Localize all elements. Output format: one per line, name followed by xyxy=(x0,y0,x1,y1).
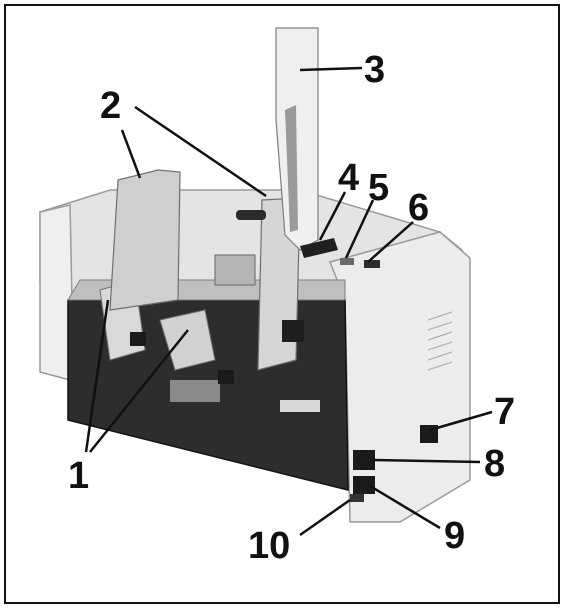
leader-7 xyxy=(429,410,493,432)
callout-1: 1 xyxy=(68,455,89,497)
leader-2b xyxy=(134,105,267,198)
button-6 xyxy=(364,260,380,268)
leader-6 xyxy=(367,221,414,263)
side-guide-left xyxy=(109,169,181,311)
vent-grille xyxy=(427,311,453,371)
roller-assembly xyxy=(214,254,256,286)
display-panel xyxy=(300,238,338,258)
callout-labels: 1 2 3 4 5 6 7 8 9 10 xyxy=(68,49,515,567)
leader-1b xyxy=(89,329,189,453)
leader-1a xyxy=(84,299,110,453)
button-5 xyxy=(340,258,354,265)
clamp-block xyxy=(282,320,304,342)
stacker-slot xyxy=(285,105,298,232)
machine-illustration xyxy=(39,27,471,523)
front-clip-left xyxy=(130,332,146,346)
callout-3: 3 xyxy=(364,49,385,91)
leader-3 xyxy=(299,66,363,72)
callout-2: 2 xyxy=(100,85,121,127)
fuse-10 xyxy=(350,494,364,502)
leader-9 xyxy=(369,484,441,530)
leader-lines xyxy=(84,66,493,537)
power-switch-8 xyxy=(353,450,375,470)
callout-7: 7 xyxy=(494,391,515,433)
callout-9: 9 xyxy=(444,515,465,557)
leader-4 xyxy=(318,191,347,241)
callout-10: 10 xyxy=(248,525,290,567)
output-stacker xyxy=(275,27,319,251)
front-clip-mid xyxy=(218,370,234,384)
callout-6: 6 xyxy=(408,187,429,229)
leader-5 xyxy=(344,199,375,259)
guide-knob xyxy=(236,210,266,220)
machine-left-end xyxy=(39,204,73,381)
leader-8 xyxy=(371,458,481,464)
machine-right-end xyxy=(328,231,471,523)
leader-2a xyxy=(120,129,142,179)
callout-5: 5 xyxy=(368,167,389,209)
callout-8: 8 xyxy=(484,443,505,485)
front-warning-label xyxy=(280,400,320,412)
power-socket-9 xyxy=(353,476,375,494)
leader-10 xyxy=(299,498,351,537)
callout-4: 4 xyxy=(338,157,359,199)
front-label-plate xyxy=(170,380,220,402)
